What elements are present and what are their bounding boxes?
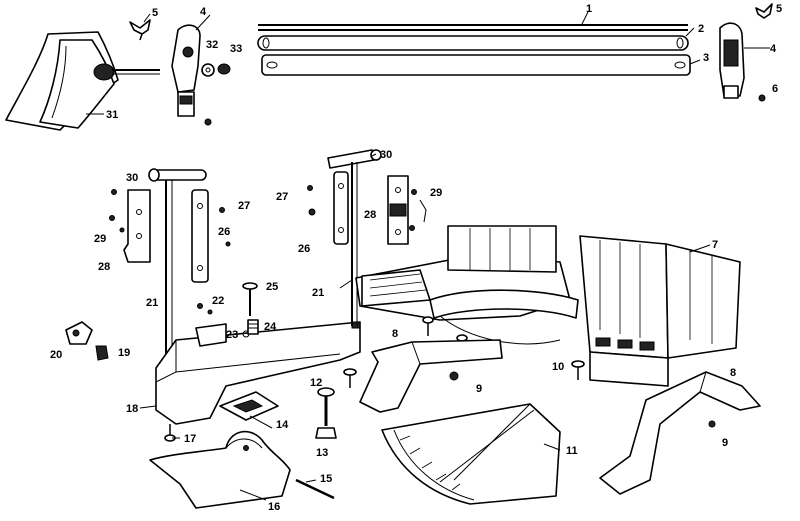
bar-3 [261,54,691,76]
callout-labels: 1 2 3 4 4 5 5 6 7 8 8 9 9 10 11 12 13 14… [50,3,782,513]
rod-21-left [165,180,173,360]
bracket-28-center [387,175,409,245]
label-5-left: 5 [152,7,158,19]
screws-27-center [307,185,316,216]
bracket-4-left [171,24,201,117]
label-21-center: 21 [312,287,324,299]
label-2: 2 [698,23,704,35]
cradle-16 [149,430,291,509]
label-3: 3 [703,52,709,64]
label-28-center: 28 [364,209,376,221]
rod-15 [295,478,335,500]
rod-1 [258,24,688,31]
bracket-28 [123,189,151,263]
bolt-12 [317,387,335,426]
label-31: 31 [106,109,118,121]
label-24: 24 [264,321,277,333]
label-26-left: 26 [218,226,230,238]
rod-21-center [351,162,358,326]
nut-6 [758,94,766,102]
label-6: 6 [772,83,778,95]
fence-7 [579,235,741,387]
screw-9 [449,371,459,381]
label-12: 12 [310,377,322,389]
label-10: 10 [552,361,564,373]
label-1: 1 [586,3,592,15]
label-14: 14 [276,419,289,431]
wingnut-5-left [129,19,151,41]
guard-31 [5,31,160,131]
label-20: 20 [50,349,62,361]
table-assembly [355,225,579,345]
screw-washer [343,368,357,388]
label-7: 7 [712,239,718,251]
label-29-center: 29 [430,187,442,199]
label-9-center: 9 [476,383,482,395]
screw-right [708,420,716,428]
label-33: 33 [230,43,242,55]
label-26-center: 26 [298,243,310,255]
leg-8-right [599,371,761,495]
label-15: 15 [320,473,332,485]
screws-29-center [409,189,427,231]
label-4-right: 4 [770,43,777,55]
spring-24 [247,319,259,335]
leader-lines [86,11,770,501]
label-5-right: 5 [776,3,782,15]
screw-10 [571,360,585,380]
nut-13 [315,427,337,439]
wingnut-5-right [755,3,773,19]
leg-8-center [359,339,503,413]
small-screws-left [109,189,231,247]
label-22: 22 [212,295,224,307]
label-16: 16 [268,501,280,513]
label-28-left: 28 [98,261,110,273]
washer-33 [201,63,231,77]
label-25: 25 [266,281,278,293]
label-29-left: 29 [94,233,106,245]
label-17: 17 [184,433,196,445]
label-18: 18 [126,403,138,415]
plate-23 [195,323,227,347]
label-23: 23 [226,329,238,341]
label-13: 13 [316,447,328,459]
label-4-left: 4 [200,6,207,18]
label-11: 11 [566,445,578,457]
handle-30-left [148,168,207,182]
label-30-center: 30 [380,149,392,161]
label-8-right: 8 [730,367,736,379]
label-32: 32 [206,39,218,51]
bracket-4-right [719,22,745,99]
knob-19 [95,345,109,361]
label-9-right: 9 [722,437,728,449]
plate-14 [219,391,279,421]
label-27-left: 27 [238,200,250,212]
label-27-center: 27 [276,191,288,203]
bolt-25 [242,282,258,316]
strap-26-left [191,189,209,283]
strap-26-center [333,171,349,245]
label-8-center: 8 [392,328,398,340]
quadrant-11 [381,403,561,505]
handle-30-center [327,149,382,169]
screws-22 [197,303,213,315]
label-30-left: 30 [126,172,138,184]
screw-lower-left [204,118,212,126]
label-21-left: 21 [146,297,158,309]
label-19: 19 [118,347,130,359]
clamp-20 [65,321,93,345]
tube-2 [257,35,689,51]
